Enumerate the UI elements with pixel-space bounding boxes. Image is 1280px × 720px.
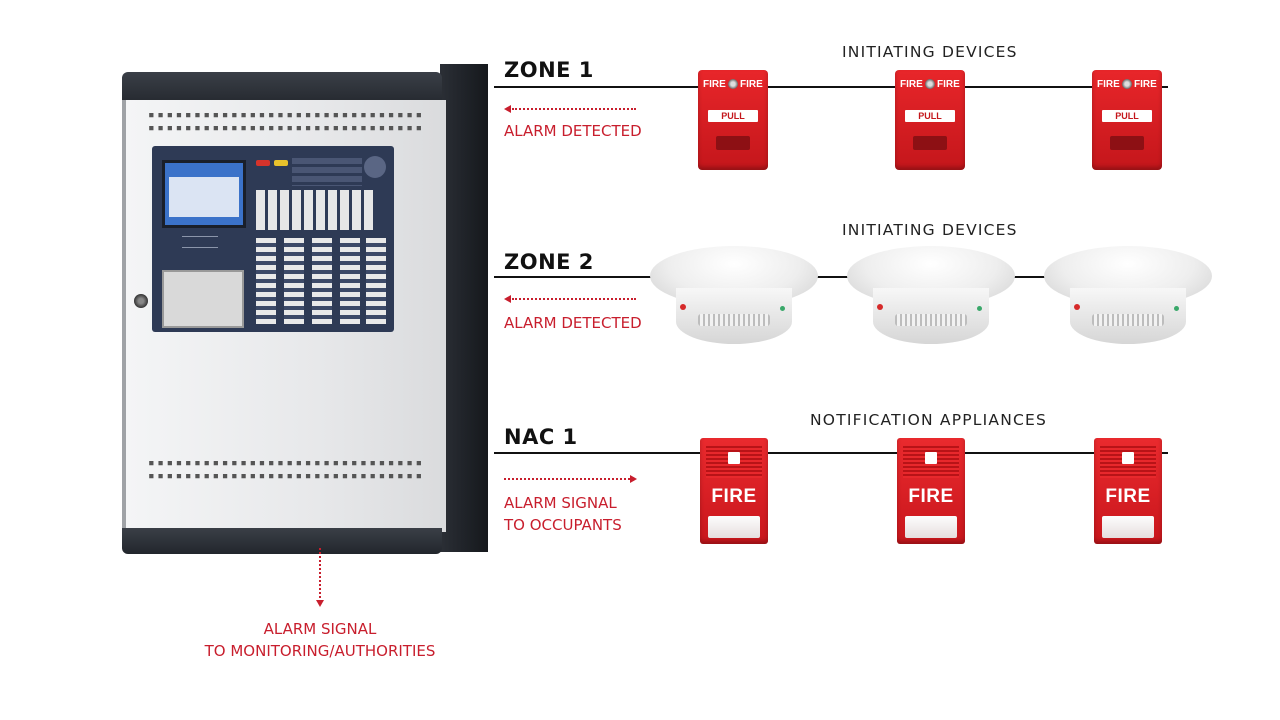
fire-key <box>256 160 270 166</box>
strobe-lens <box>708 516 760 538</box>
key-lock-icon <box>134 294 148 308</box>
pull-handle <box>913 136 947 150</box>
zone-2-category: INITIATING DEVICES <box>842 221 1018 239</box>
pull-station-key-icon <box>728 79 738 89</box>
keypad <box>256 190 376 230</box>
bottom-vent: ▪▪▪▪▪▪▪▪▪▪▪▪▪▪▪▪▪▪▪▪▪▪▪▪▪▪▪▪▪▪▪▪▪▪▪▪▪▪▪▪… <box>148 456 425 482</box>
pull-handle <box>1110 136 1144 150</box>
pull-station-pull-label: PULL <box>1102 110 1152 122</box>
pull-handle <box>716 136 750 150</box>
arrow-right-icon <box>630 475 637 483</box>
zone-led-column-3 <box>312 238 332 324</box>
pull-station: FIRE FIRE PULL <box>1092 70 1162 170</box>
zone-1-category: INITIATING DEVICES <box>842 43 1018 61</box>
zone-2-signal-text: ALARM DETECTED <box>504 314 642 332</box>
zone-1-signal-text: ALARM DETECTED <box>504 122 642 140</box>
running-person-icon <box>925 452 937 464</box>
power-led-icon <box>977 306 982 311</box>
arrow-left-icon <box>504 295 511 303</box>
pull-station-fire-text: FIRE <box>1134 79 1157 90</box>
zone-1-circuit-line <box>494 86 1168 88</box>
top-vent: ▪▪▪▪▪▪▪▪▪▪▪▪▪▪▪▪▪▪▪▪▪▪▪▪▪▪▪▪▪▪▪▪▪▪▪▪▪▪▪▪… <box>148 108 425 134</box>
horn-strobe: FIRE <box>1094 438 1162 544</box>
pull-station-key-icon <box>925 79 935 89</box>
running-person-icon <box>728 452 740 464</box>
fire-alarm-control-panel: ▪▪▪▪▪▪▪▪▪▪▪▪▪▪▪▪▪▪▪▪▪▪▪▪▪▪▪▪▪▪▪▪▪▪▪▪▪▪▪▪… <box>118 52 490 562</box>
pull-station-pull-label: PULL <box>708 110 758 122</box>
pull-station-pull-label: PULL <box>905 110 955 122</box>
horn-strobe: FIRE <box>897 438 965 544</box>
zone-led-column-1 <box>256 238 276 324</box>
nac-1-category: NOTIFICATION APPLIANCES <box>810 411 1048 429</box>
pull-station-fire-text: FIRE <box>740 79 763 90</box>
pull-station-fire-text: FIRE <box>900 79 923 90</box>
smoke-detector <box>650 246 818 346</box>
speaker-grille <box>182 236 218 248</box>
zone-1-signal-line <box>512 108 636 110</box>
power-led-icon <box>1174 306 1179 311</box>
smoke-detector <box>1044 246 1212 346</box>
alarm-led-icon <box>877 304 883 310</box>
running-person-icon <box>1122 452 1134 464</box>
smoke-detector <box>847 246 1015 346</box>
nac-1-label: NAC 1 <box>504 425 578 449</box>
monitoring-line-2: TO MONITORING/AUTHORITIES <box>204 642 436 660</box>
lcd-screen <box>162 160 246 228</box>
pull-station-key-icon <box>1122 79 1132 89</box>
arrow-down-icon <box>316 600 324 607</box>
navigation-dial-icon <box>364 156 386 178</box>
fault-key <box>274 160 288 166</box>
monitoring-signal-line <box>319 548 321 598</box>
alarm-led-icon <box>1074 304 1080 310</box>
horn-strobe: FIRE <box>700 438 768 544</box>
nac-1-signal-line-1: ALARM SIGNAL <box>504 494 617 512</box>
zone-led-column-4 <box>340 238 360 324</box>
horn-strobe-fire-text: FIRE <box>908 486 954 507</box>
zone-2-label: ZONE 2 <box>504 250 594 274</box>
zone-led-column-2 <box>284 238 304 324</box>
monitoring-line-1: ALARM SIGNAL <box>263 620 377 638</box>
strobe-lens <box>905 516 957 538</box>
status-indicator-panel <box>292 158 362 186</box>
horn-strobe-fire-text: FIRE <box>711 486 757 507</box>
power-led-icon <box>780 306 785 311</box>
printer-unit <box>162 270 244 328</box>
nac-1-circuit-line <box>494 452 1168 454</box>
panel-bottom-trim <box>122 528 442 554</box>
zone-led-column-5 <box>366 238 386 324</box>
arrow-left-icon <box>504 105 511 113</box>
monitoring-signal-text: ALARM SIGNAL TO MONITORING/AUTHORITIES <box>160 618 480 662</box>
pull-station: FIRE FIRE PULL <box>895 70 965 170</box>
nac-1-signal-line <box>504 478 630 480</box>
horn-strobe-fire-text: FIRE <box>1105 486 1151 507</box>
pull-station-fire-text: FIRE <box>703 79 726 90</box>
nac-1-signal-text: ALARM SIGNAL TO OCCUPANTS <box>504 492 622 536</box>
nac-1-signal-line-2: TO OCCUPANTS <box>504 516 622 534</box>
panel-side <box>440 64 488 552</box>
control-module <box>152 146 394 332</box>
zone-1-label: ZONE 1 <box>504 58 594 82</box>
zone-2-circuit-line <box>494 276 1168 278</box>
alarm-led-icon <box>680 304 686 310</box>
pull-station-fire-text: FIRE <box>1097 79 1120 90</box>
strobe-lens <box>1102 516 1154 538</box>
pull-station-fire-text: FIRE <box>937 79 960 90</box>
zone-2-signal-line <box>512 298 636 300</box>
pull-station: FIRE FIRE PULL <box>698 70 768 170</box>
